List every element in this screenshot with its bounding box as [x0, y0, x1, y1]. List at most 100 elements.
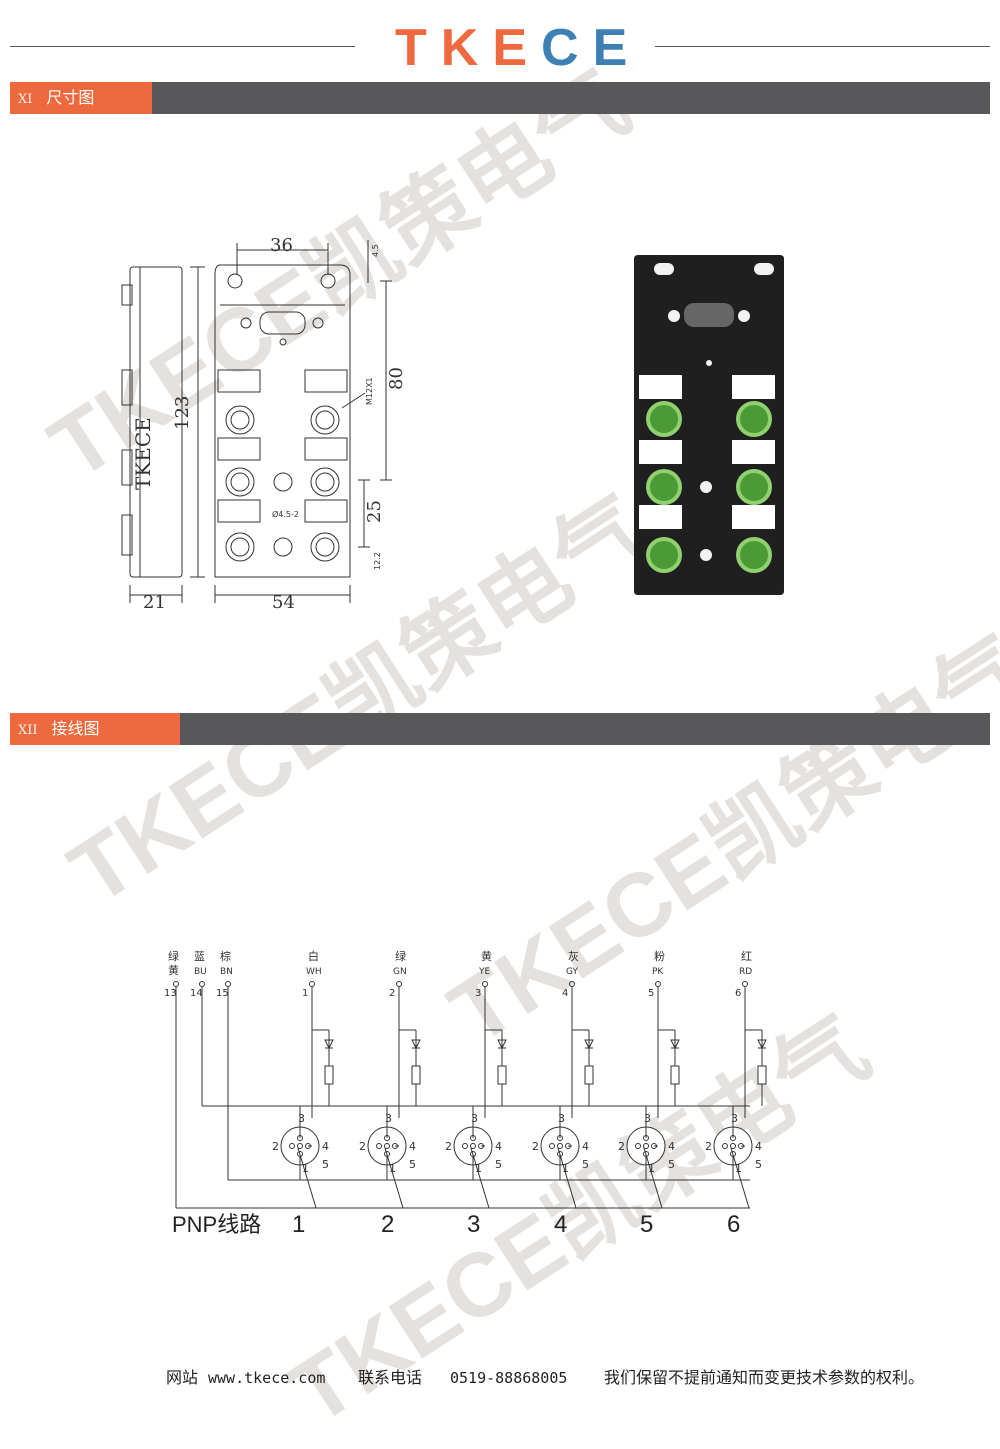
section-number: XII [18, 723, 38, 738]
connector-pin [289, 1143, 295, 1149]
website-label: 网站 [166, 1368, 199, 1387]
rights-notice: 我们保留不提前通知而变更技术参数的权利。 [604, 1368, 925, 1387]
connector-pin-label: 2 [532, 1140, 539, 1153]
connector-wire [643, 1147, 663, 1209]
connector-pin-label: 4 [409, 1140, 416, 1153]
dim-height-mount: 80 [386, 367, 407, 390]
hole-label: Ø4.5-2 [272, 509, 299, 519]
led-icon [411, 1039, 421, 1050]
terminal [309, 981, 315, 987]
connector-pin-label: 1 [562, 1162, 569, 1175]
wire-code-label: PK [652, 967, 664, 977]
wire-code-label: GY [566, 967, 579, 977]
wire-color-label: 红 [741, 950, 752, 963]
thread-label: M12X1 [365, 377, 374, 405]
dim-pitch: 25 [364, 500, 385, 523]
led-icon [497, 1039, 507, 1050]
connector-pin-label: 3 [471, 1112, 478, 1125]
channel-number: 5 [640, 1211, 653, 1238]
terminal [396, 981, 402, 987]
wire-color-label: 白 [308, 949, 319, 963]
wire-color-label: 粉 [654, 950, 665, 963]
connector-pin-label: 4 [755, 1140, 762, 1153]
terminal [569, 981, 575, 987]
led-icon [757, 1039, 767, 1050]
connector-pin [730, 1143, 736, 1149]
connector-pin [470, 1143, 476, 1149]
wire-code-label: RD [739, 967, 752, 977]
pnp-label: PNP线路 [172, 1212, 261, 1237]
connector-pin-label: 4 [322, 1140, 329, 1153]
resistor-icon [324, 1065, 334, 1085]
dim-side-depth: 21 [143, 592, 166, 613]
brand-logo: TKECE [395, 18, 627, 78]
led-icon [670, 1039, 680, 1050]
header-rule-right [655, 46, 990, 47]
connector-pin [376, 1143, 382, 1149]
wire-pin-label: 1 [302, 988, 308, 999]
connector-pin-label: 5 [755, 1158, 762, 1171]
connector-wire [297, 1147, 317, 1209]
wire-color-label: 绿 [395, 949, 406, 963]
connector-pin-label: 3 [558, 1112, 565, 1125]
wire-color-label: 灰 [568, 949, 579, 963]
logo-letter: E [592, 19, 642, 77]
wire-pin-label: 5 [648, 988, 654, 999]
terminal [742, 981, 748, 987]
website-link[interactable]: www.tkece.com [208, 1369, 326, 1387]
connector-pin-label: 2 [445, 1140, 452, 1153]
connector-pin [462, 1143, 468, 1149]
section-number: XI [18, 92, 33, 107]
connector-pin-label: 2 [705, 1140, 712, 1153]
connector-pin-label: 3 [385, 1112, 392, 1125]
connector-pin-label: 5 [668, 1158, 675, 1171]
channel-number: 4 [554, 1211, 567, 1238]
connector-pin-label: 4 [582, 1140, 589, 1153]
connector-pin-label: 2 [618, 1140, 625, 1153]
connector-pin [643, 1143, 649, 1149]
connector-pin-label: 3 [731, 1112, 738, 1125]
wire-code-label: GN [393, 967, 407, 977]
led-icon [324, 1039, 334, 1050]
contact-label: 联系电话 [358, 1368, 423, 1387]
connector-pin-label: 1 [735, 1162, 742, 1175]
connector-pin-label: 5 [322, 1158, 329, 1171]
connector-pin-label: 2 [359, 1140, 366, 1153]
dim-width-top: 36 [270, 235, 293, 256]
dim-width-bottom: 54 [272, 592, 295, 613]
dim-small-top: 4.5 [371, 244, 380, 257]
connector-pin-label: 4 [495, 1140, 502, 1153]
channel-number: 2 [381, 1211, 394, 1238]
channel-number: 1 [292, 1211, 305, 1238]
wire-pin-label: 2 [389, 988, 395, 999]
logo-letter: K [440, 19, 493, 77]
connector-pin-label: 1 [389, 1162, 396, 1175]
connector-pin [635, 1143, 641, 1149]
phone-number: 0519-88868005 [450, 1369, 568, 1387]
connector-pin-label: 3 [644, 1112, 651, 1125]
connector-pin-label: 1 [302, 1162, 309, 1175]
connector-pin [722, 1143, 728, 1149]
connector-pin-label: 3 [298, 1112, 305, 1125]
resistor-icon [584, 1065, 594, 1085]
wire-pin: 15 [216, 988, 229, 999]
footer: 网站 www.tkece.com 联系电话 0519-88868005 我们保留… [0, 1366, 1000, 1390]
wire-code-label: YE [478, 967, 490, 977]
logo-letter: T [395, 19, 441, 77]
connector-pin-label: 5 [495, 1158, 502, 1171]
side-brand-label: TKECE [131, 417, 155, 490]
section-title: 尺寸图 [46, 88, 95, 107]
connector-pin-label: 4 [668, 1140, 675, 1153]
resistor-icon [757, 1065, 767, 1085]
channel-number: 3 [467, 1211, 480, 1238]
wire-pin: 14 [190, 988, 203, 999]
section-header-dimension: XI 尺寸图 [10, 82, 990, 114]
wiring-diagram: 绿 黄 13 蓝 BU 14 棕 BN 15 白WH134521绿GN23452… [164, 949, 767, 1238]
connector-wire [557, 1147, 577, 1209]
connector-pin-label: 1 [648, 1162, 655, 1175]
wire-label-bn: 棕 [220, 949, 231, 963]
connector-pin-label: 5 [409, 1158, 416, 1171]
connector-pin [557, 1143, 563, 1149]
connector-pin-label: 1 [475, 1162, 482, 1175]
